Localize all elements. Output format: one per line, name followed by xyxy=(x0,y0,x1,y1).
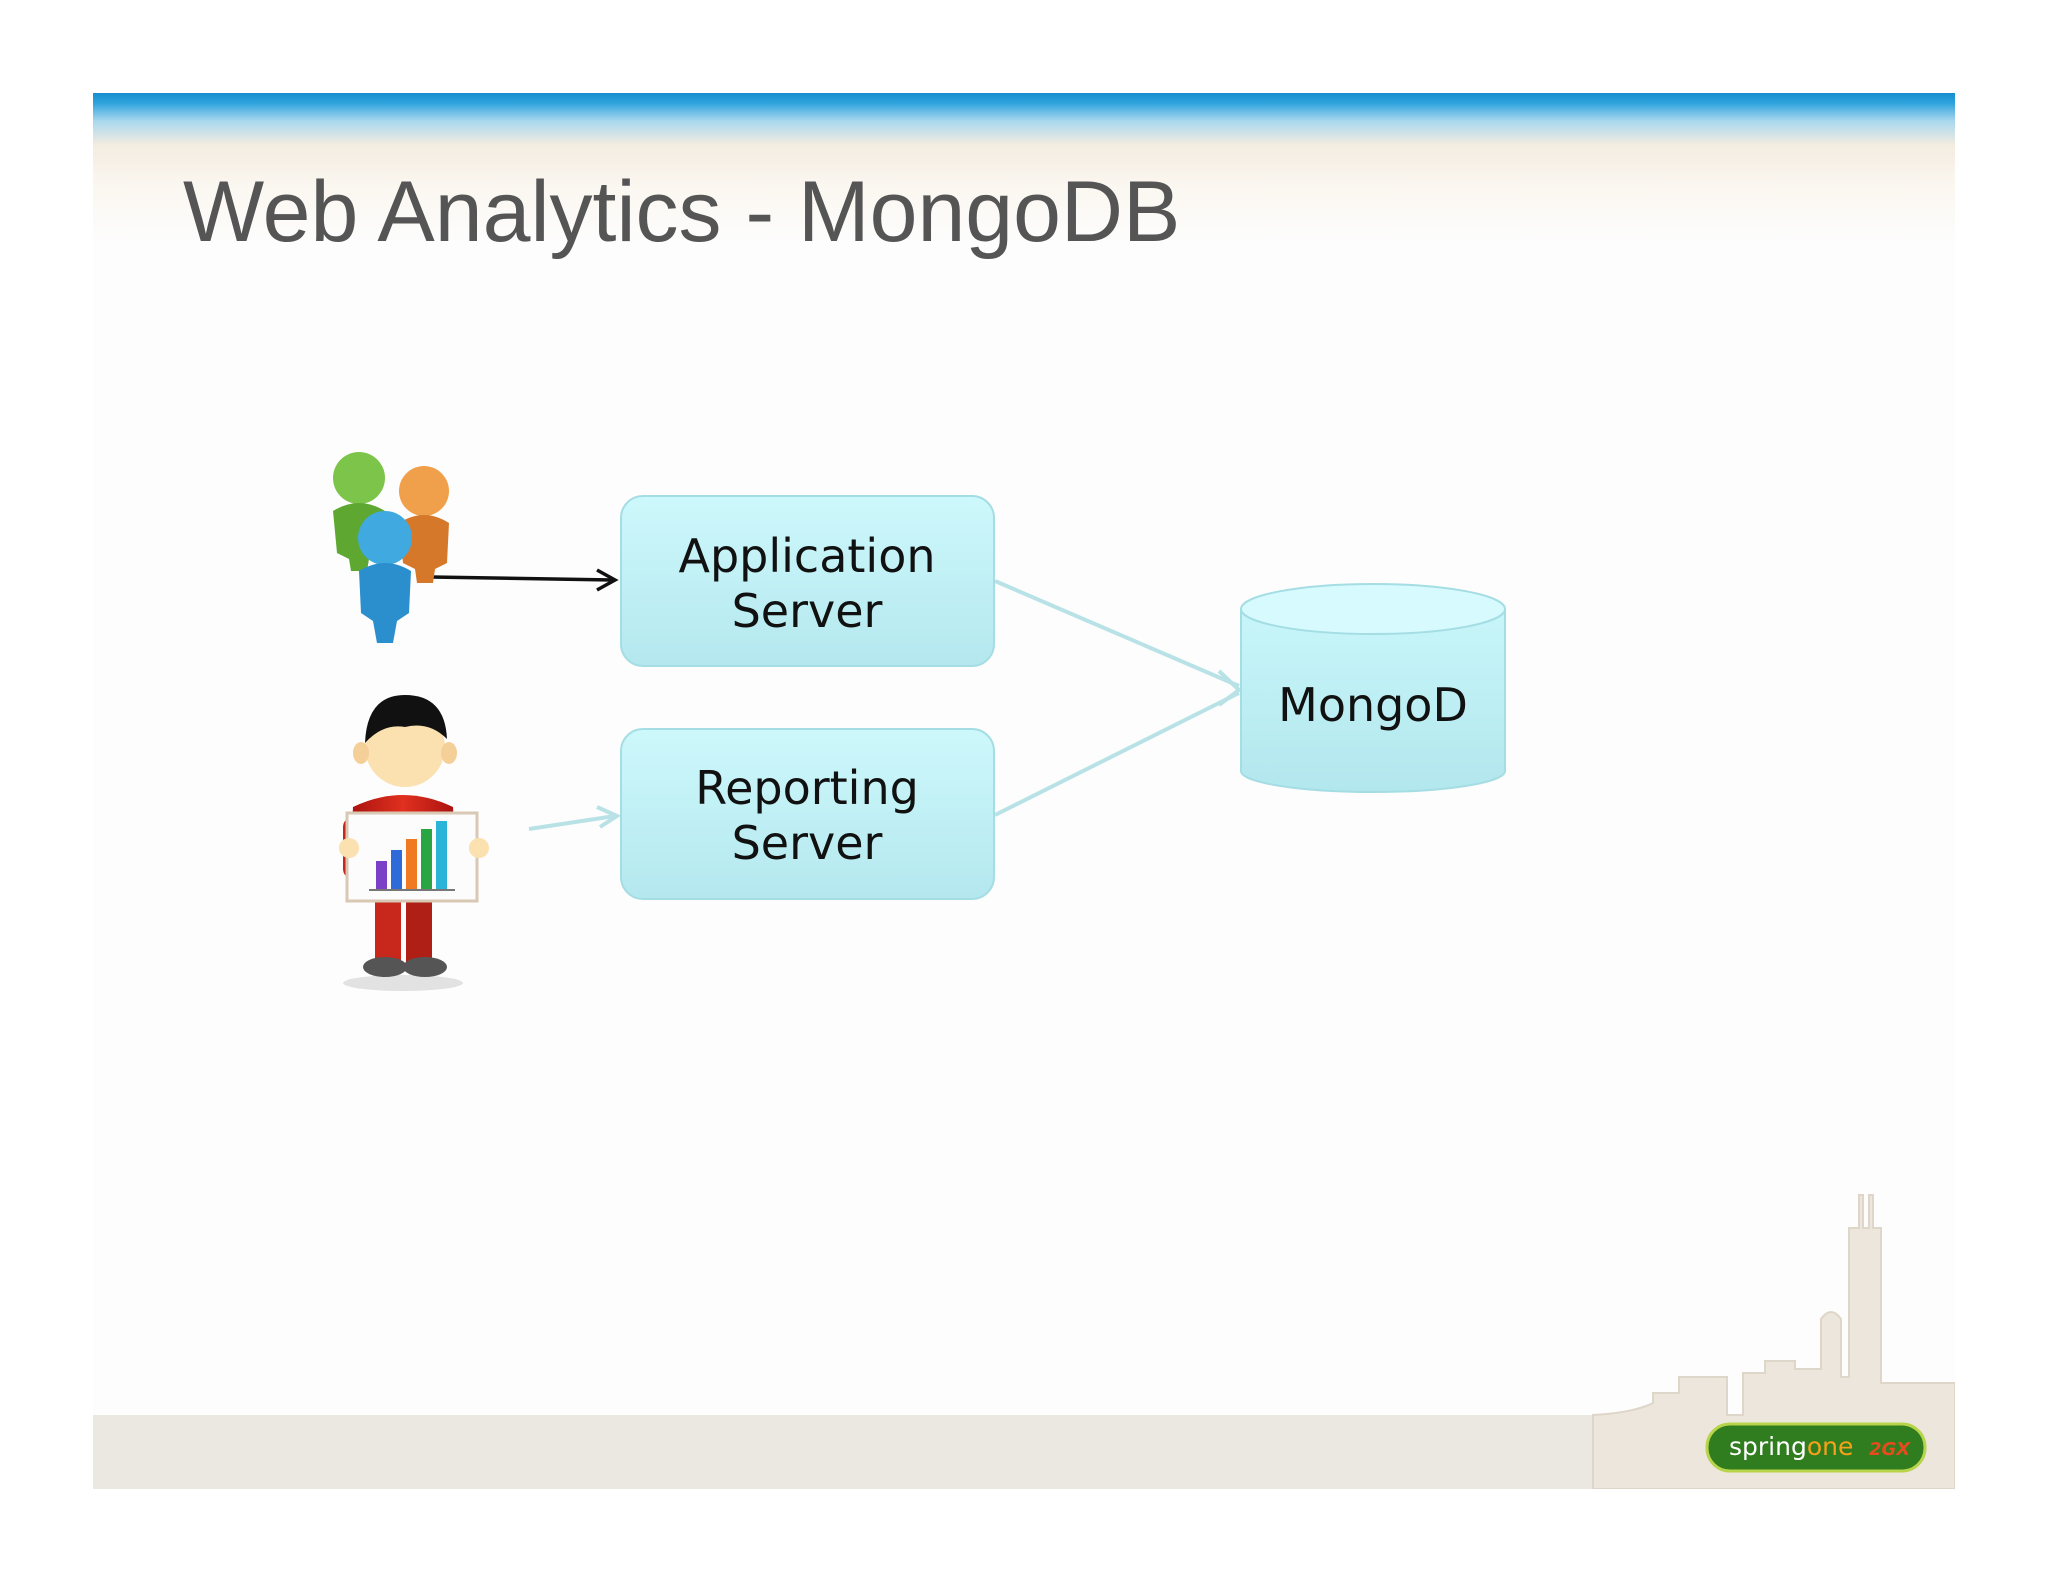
edge-analyst-to-reporting xyxy=(528,805,622,831)
application-server-label-line2: Server xyxy=(732,584,883,638)
mongodb-label: MongoD xyxy=(1278,678,1468,732)
architecture-diagram: Application Server Reporting Server Mong… xyxy=(333,452,1927,1473)
application-server-node: Application Server xyxy=(620,495,995,667)
reporting-server-node: Reporting Server xyxy=(620,728,995,900)
edge-users-to-app xyxy=(430,568,619,592)
skyline-graphic xyxy=(1592,1194,1955,1489)
edge-reporting-to-db xyxy=(994,669,1243,817)
application-server-label-line1: Application xyxy=(678,529,935,583)
springone-2gx-logo: springone 2GX xyxy=(1705,1422,1927,1473)
header-band xyxy=(93,93,1955,243)
analyst-with-chart-icon xyxy=(339,695,489,991)
logo-word-spring: springone xyxy=(1729,1432,1853,1461)
edge-app-to-db xyxy=(994,579,1240,688)
slide-title: Web Analytics - MongoDB xyxy=(183,164,1181,260)
users-group-icon xyxy=(333,452,449,643)
logo-badge: 2GX xyxy=(1869,1439,1911,1460)
mongodb-database-node: MongoD xyxy=(1240,583,1506,793)
reporting-server-label-line2: Server xyxy=(732,816,883,870)
reporting-server-label-line1: Reporting xyxy=(695,761,919,815)
slide: Web Analytics - MongoDB xyxy=(93,93,1955,1489)
